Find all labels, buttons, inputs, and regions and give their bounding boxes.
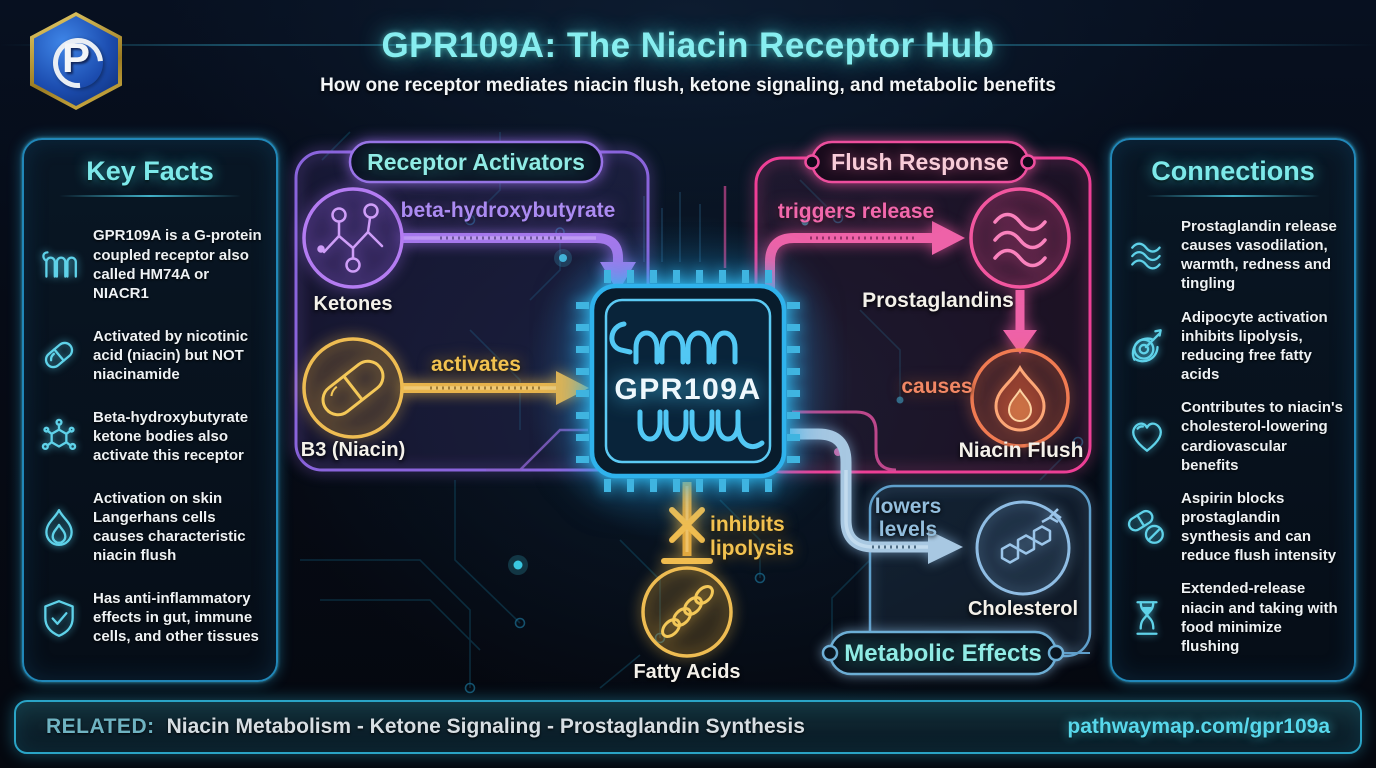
key-fact-item: Activated by nicotinic acid (niacin) but… [36, 327, 266, 385]
ketone-molecule-icon [317, 203, 384, 273]
triggers-arrow [765, 221, 965, 314]
key-fact-item: GPR109A is a G-protein coupled receptor … [36, 226, 266, 303]
b3-niacin-node [302, 337, 404, 439]
activates-arrow [402, 371, 589, 405]
shield-check-icon [36, 597, 82, 639]
ketones-label: Ketones [314, 293, 393, 315]
beta-arrow-label: beta-hydroxybutyrate [401, 199, 616, 222]
niacin-capsule-icon [321, 359, 385, 417]
chip-pins [576, 270, 800, 492]
site-url-link[interactable]: pathwaymap.com/gpr109a [1067, 715, 1330, 738]
inhibits-label-line2: lipolysis [710, 537, 794, 560]
connection-item: Extended-release niacin and taking with … [1124, 579, 1344, 656]
waves-icon [993, 212, 1047, 268]
gpr109a-chip: GPR109A [576, 270, 800, 492]
metabolic-effects-header: Metabolic Effects [821, 630, 1090, 676]
fatty-acids-node [641, 566, 733, 658]
metabolic-effects-title: Metabolic Effects [844, 640, 1041, 667]
footer-bar: RELATED: Niacin Metabolism - Ketone Sign… [14, 700, 1362, 754]
divider [59, 195, 241, 197]
glow-dots [508, 218, 904, 575]
connection-text: Extended-release niacin and taking with … [1181, 580, 1338, 655]
connections-panel: Connections Prostaglandin release causes… [1110, 138, 1356, 682]
lowers-arrow [790, 428, 963, 564]
related-label: RELATED: [46, 715, 155, 738]
cholesterol-label: Cholesterol [968, 598, 1078, 620]
hourglass-icon [1124, 597, 1170, 639]
circuit-traces [300, 131, 1079, 689]
receptor-activators-title: Receptor Activators [367, 149, 585, 175]
key-facts-panel: Key Facts GPR109A is a G-protein coupled… [22, 138, 278, 682]
receptor-icon [36, 244, 82, 286]
connection-text: Contributes to niacin's cholesterol-lowe… [1181, 399, 1343, 474]
brand-logo: P [30, 12, 122, 110]
causes-label: causes [901, 375, 972, 398]
chip-to-flush-connector [792, 410, 897, 472]
flush-response-header: Flush Response [804, 140, 1036, 184]
fatty-acid-chain-icon [661, 585, 714, 638]
target-icon [1124, 325, 1170, 367]
causes-arrow [1003, 290, 1037, 354]
page-subtitle: How one receptor mediates niacin flush, … [320, 75, 1056, 96]
prostaglandins-node [969, 187, 1071, 289]
key-facts-title: Key Facts [86, 156, 214, 186]
b3-label: B3 (Niacin) [301, 439, 405, 461]
key-fact-text: Beta-hydroxybutyrate ketone bodies also … [93, 408, 249, 465]
chip-label: GPR109A [614, 373, 761, 406]
key-fact-item: Beta-hydroxybutyrate ketone bodies also … [36, 408, 266, 466]
connections-title: Connections [1151, 156, 1315, 186]
connection-item: Aspirin blocks prostaglandin synthesis a… [1124, 489, 1344, 566]
connection-item: Contributes to niacin's cholesterol-lowe… [1124, 398, 1344, 475]
inhibits-label-line1: inhibits [710, 513, 785, 536]
molecule-icon [36, 416, 82, 458]
lowers-label-line1: lowers [875, 495, 942, 518]
key-facts-list: GPR109A is a G-protein coupled receptor … [24, 201, 276, 680]
triggers-label: triggers release [778, 200, 934, 223]
cholesterol-node [975, 500, 1071, 596]
receptor-activators-header: Receptor Activators [348, 140, 604, 184]
page-title: GPR109A: The Niacin Receptor Hub [381, 26, 995, 65]
header-titles: GPR109A: The Niacin Receptor Hub How one… [0, 0, 1376, 97]
key-fact-text: Activated by nicotinic acid (niacin) but… [93, 327, 249, 384]
flush-response-title: Flush Response [831, 149, 1009, 175]
beta-arrow [402, 233, 636, 292]
cholesterol-molecule-icon [1000, 508, 1062, 564]
connections-list: Prostaglandin release causes vasodilatio… [1112, 201, 1354, 680]
pills-icon [1124, 506, 1170, 548]
flame-icon [36, 506, 82, 548]
connection-text: Adipocyte activation inhibits lipolysis,… [1181, 308, 1328, 384]
activates-label: activates [431, 353, 521, 376]
niacin-flush-node [970, 348, 1070, 448]
connection-item: Prostaglandin release causes vasodilatio… [1124, 217, 1344, 294]
header: P GPR109A: The Niacin Receptor Hub How o… [0, 0, 1376, 122]
purple-trace [486, 428, 588, 472]
connection-text: Prostaglandin release causes vasodilatio… [1181, 217, 1337, 293]
prostaglandins-label: Prostaglandins [862, 289, 1014, 312]
receptor-squiggle-icon [609, 321, 765, 449]
key-fact-item: Activation on skin Langerhans cells caus… [36, 489, 266, 566]
niacin-flush-label: Niacin Flush [959, 439, 1084, 462]
connection-item: Adipocyte activation inhibits lipolysis,… [1124, 308, 1344, 385]
ketones-node [302, 187, 404, 289]
related-links: RELATED: Niacin Metabolism - Ketone Sign… [46, 715, 805, 739]
key-fact-text: Has anti-inflammatory effects in gut, im… [93, 589, 259, 646]
key-fact-text: GPR109A is a G-protein coupled receptor … [93, 227, 262, 303]
fatty-acids-label: Fatty Acids [633, 661, 740, 683]
capsule-icon [36, 334, 82, 376]
heart-icon [1124, 416, 1170, 458]
lowers-label-line2: levels [879, 518, 937, 541]
key-fact-text: Activation on skin Langerhans cells caus… [93, 489, 246, 565]
connection-text: Aspirin blocks prostaglandin synthesis a… [1181, 489, 1337, 565]
related-items: Niacin Metabolism - Ketone Signaling - P… [166, 715, 805, 738]
key-fact-item: Has anti-inflammatory effects in gut, im… [36, 589, 266, 647]
flame-icon [994, 364, 1046, 432]
inhibits-line [661, 482, 713, 564]
divider [1145, 195, 1321, 197]
waves-icon [1124, 234, 1170, 276]
logo-letter: P [61, 34, 90, 81]
logo-hex-fill [34, 16, 118, 106]
